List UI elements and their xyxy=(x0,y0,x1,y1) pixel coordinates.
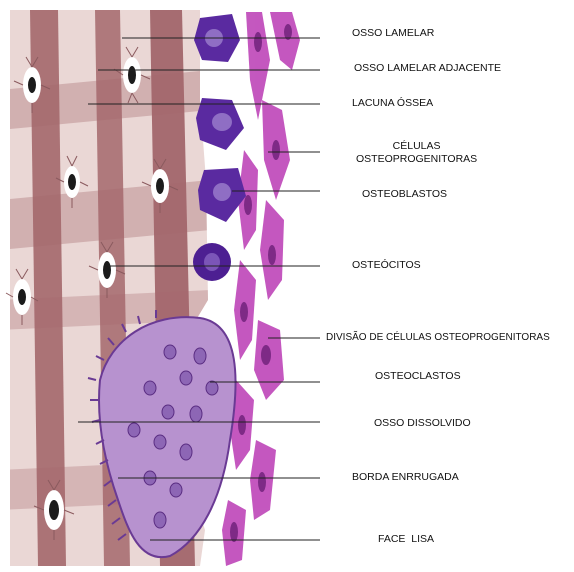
label-celulas-osteoprogenitoras: CÉLULAS OSTEOPROGENITORAS xyxy=(356,140,477,166)
label-osso-lamelar-adjacente: OSSO LAMELAR ADJACENTE xyxy=(354,62,501,75)
label-osso-dissolvido: OSSO DISSOLVIDO xyxy=(374,417,471,430)
label-divisao-celulas: DIVISÃO DE CÉLULAS OSTEOPROGENITORAS xyxy=(326,331,550,344)
label-celulas-line1: CÉLULAS xyxy=(356,140,477,153)
label-celulas-line2: OSTEOPROGENITORAS xyxy=(356,153,477,166)
label-osteoclastos: OSTEOCLASTOS xyxy=(375,370,461,383)
label-osso-lamelar: OSSO LAMELAR xyxy=(352,27,434,40)
label-osteoblastos: OSTEOBLASTOS xyxy=(362,188,447,201)
label-osteocitos: OSTEÓCITOS xyxy=(352,259,421,272)
label-lacuna-ossea: LACUNA ÓSSEA xyxy=(352,97,433,110)
label-borda-enrrugada: BORDA ENRRUGADA xyxy=(352,471,459,484)
label-face-lisa: FACE LISA xyxy=(378,533,434,546)
